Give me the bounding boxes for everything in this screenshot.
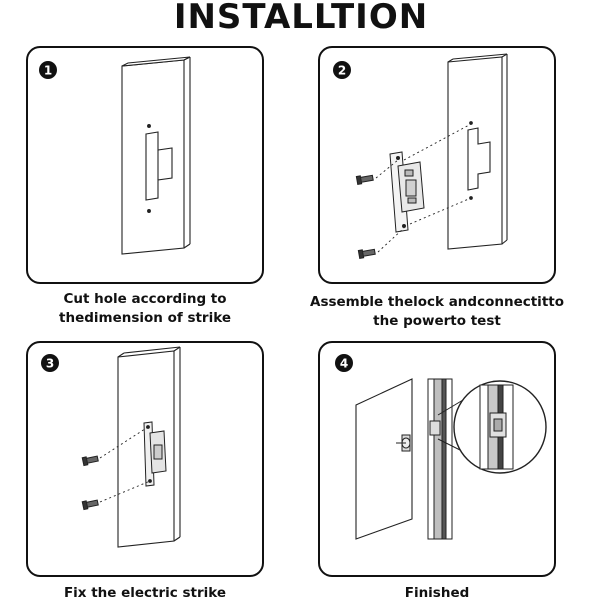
detail-magnifier — [437, 380, 547, 474]
door-frame-drawing — [447, 53, 508, 250]
door-frame-drawing — [121, 56, 191, 255]
door-leaf-drawing — [355, 378, 413, 540]
electric-strike-drawing — [389, 151, 425, 233]
step-3-caption: Fix the electric strike — [63, 585, 227, 601]
cut-hole-illustration: 1 — [39, 56, 191, 255]
step-3-badge — [41, 354, 59, 372]
assemble-lock-illustration: 2 — [333, 53, 508, 260]
door-jamb-drawing — [427, 378, 453, 540]
step-3-panel: 3 — [26, 341, 264, 577]
step-1-caption: Cut hole according to thedimension of st… — [59, 291, 231, 326]
step-1-badge — [39, 61, 57, 79]
step-4-panel: 4 — [318, 341, 556, 577]
alignment-guides — [99, 426, 151, 503]
step-1-number: 1 — [44, 64, 52, 78]
door-handle-icon — [396, 434, 411, 452]
installed-strike-drawing — [143, 421, 167, 487]
step-2-badge — [333, 61, 351, 79]
step-2-panel: 2 — [318, 46, 556, 284]
page-title: INSTALLTION — [173, 0, 429, 37]
step-4-number: 4 — [340, 357, 348, 371]
step-1-panel: 1 — [26, 46, 264, 284]
alignment-guides — [375, 123, 472, 253]
screw-icons — [81, 455, 99, 511]
step-4-caption: Finished — [404, 585, 470, 601]
step-2-number: 2 — [338, 64, 346, 78]
step-3-number: 3 — [46, 357, 54, 371]
step-4-badge — [335, 354, 353, 372]
finished-installation-illustration: 4 — [335, 354, 547, 540]
step-2-caption: Assemble thelock andconnectitto the powe… — [310, 294, 564, 329]
screw-icons — [355, 174, 376, 260]
fix-strike-illustration: 3 — [41, 346, 181, 548]
